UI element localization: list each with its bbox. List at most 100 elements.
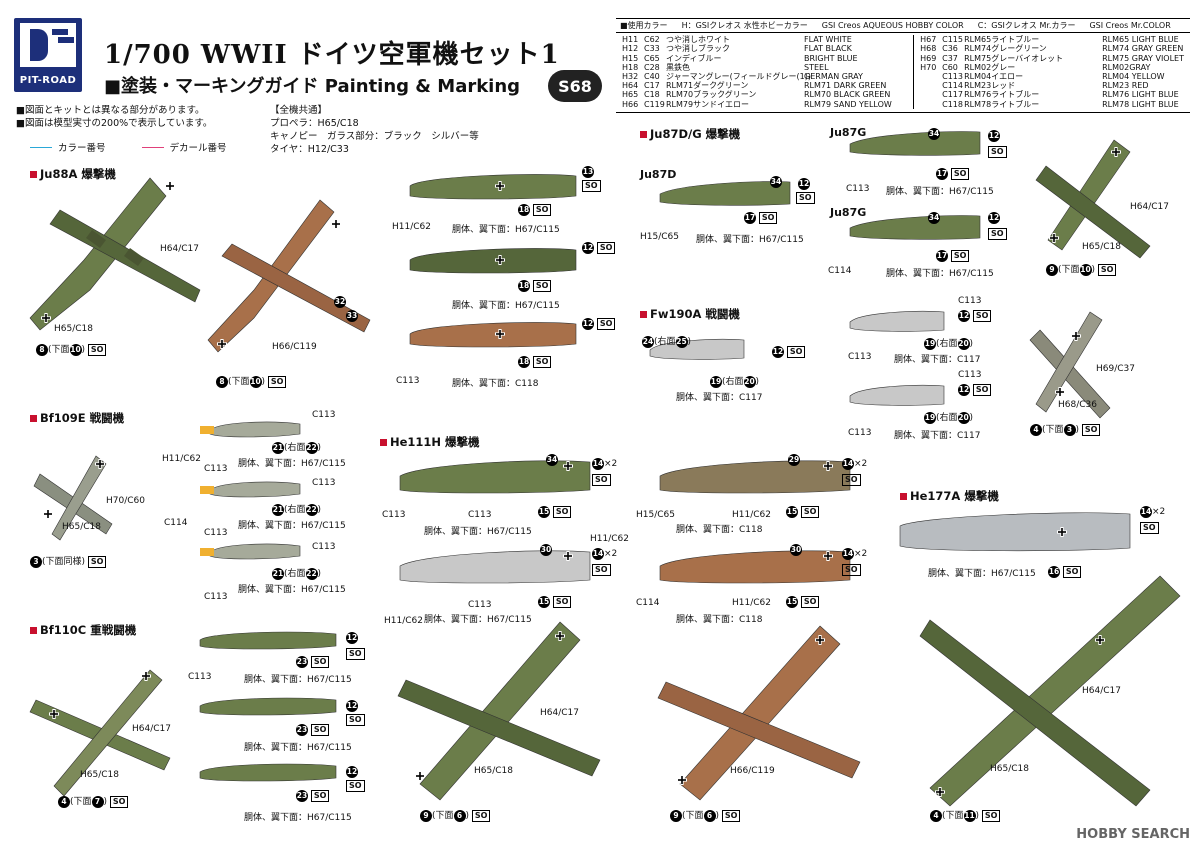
decal-ref: SO	[796, 192, 815, 204]
color-cell: RLM74 GRAY GREEN	[1102, 44, 1184, 54]
decal-badge: 21	[272, 504, 284, 516]
label: 胴体、翼下面：H67/C115	[424, 615, 532, 625]
so-badge: SO	[796, 192, 815, 204]
so-badge: SO	[800, 596, 820, 608]
decal-ref: 12 SO	[772, 346, 806, 358]
so-badge: SO	[532, 204, 552, 216]
decal-badge: 19	[924, 338, 936, 350]
so-badge: SO	[981, 810, 1001, 822]
decal-badge: 12	[958, 384, 970, 396]
decal-badge: 14	[1140, 506, 1152, 518]
decal-badge: 14	[592, 458, 604, 470]
color-cell: H67	[920, 35, 937, 45]
so-badge: SO	[596, 242, 616, 254]
decal-ref: 21(右面22)	[272, 568, 322, 580]
label: H64/C17	[132, 724, 171, 734]
color-cell: つや消しホワイト	[666, 35, 730, 45]
decal-ref: 19(右面20)	[710, 376, 760, 388]
decal-ref: 34	[928, 212, 940, 224]
decal-badge: 3	[1063, 424, 1076, 436]
decal-badge: 12	[346, 700, 358, 712]
decal-ref: SO	[988, 146, 1007, 158]
color-cell: つや消しブラック	[666, 44, 730, 54]
decal-badge: 34	[546, 454, 558, 466]
decal-badge: 9	[1046, 264, 1058, 276]
label: ×2	[604, 549, 618, 559]
he111-side-views	[399, 460, 851, 584]
color-cell: RLM78 LIGHT BLUE	[1102, 99, 1179, 109]
label: (下面	[228, 377, 250, 387]
common-parts: 【全機共通】 プロペラ：H65/C18 キャノピー ガラス部分：ブラック シルバ…	[270, 104, 479, 156]
decal-badge: 21	[272, 568, 284, 580]
decal-ref: 24(右面25)	[642, 336, 692, 348]
decal-badge: 17	[936, 168, 948, 180]
label: 胴体、翼下面：C118	[676, 615, 763, 625]
decal-badge: 22	[305, 504, 318, 516]
so-badge: SO	[988, 228, 1007, 240]
decal-badge: 13	[582, 166, 594, 178]
color-cell: H32	[622, 72, 639, 82]
decal-badge: 15	[786, 506, 798, 518]
so-badge: SO	[346, 780, 365, 792]
decal-ref: 8(下面10) SO	[36, 342, 107, 356]
decal-ref: SO	[346, 780, 365, 792]
color-cell: H11	[622, 35, 639, 45]
decal-ref: 13	[582, 166, 594, 178]
ju87g-label-2: Ju87G	[830, 206, 867, 219]
color-cell: H65	[622, 90, 639, 100]
color-table-h-en: GSI Creos AQUEOUS HOBBY COLOR	[821, 21, 964, 30]
label: (下面	[432, 811, 454, 821]
label: H65/C18	[80, 770, 119, 780]
label: C113	[848, 428, 872, 438]
decal-ref: 32	[334, 296, 346, 308]
label: C113	[848, 352, 872, 362]
decal-ref: 34	[928, 128, 940, 140]
label: (下面	[1058, 265, 1080, 275]
common-title: 【全機共通】	[270, 105, 328, 116]
color-cell: RLM74グレーグリーン	[964, 44, 1047, 54]
label: H70/C60	[106, 496, 145, 506]
label: H65/C18	[1082, 242, 1121, 252]
label: 胴体、翼下面：C118	[452, 379, 539, 389]
so-badge: SO	[592, 564, 611, 576]
decal-badge: 32	[334, 296, 346, 308]
so-badge: SO	[552, 596, 572, 608]
so-badge: SO	[596, 318, 616, 330]
so-badge: SO	[972, 310, 992, 322]
common-canopy: キャノピー ガラス部分：ブラック シルバー等	[270, 131, 479, 142]
label: (下面	[682, 811, 704, 821]
decal-ref: 23 SO	[296, 790, 330, 802]
ju88-side-views	[409, 174, 577, 348]
label: H65/C18	[54, 324, 93, 334]
decal-badge: 24	[642, 336, 654, 348]
color-table-head: ■使用カラー H：GSIクレオス 水性ホビーカラー GSI Creos AQUE…	[616, 21, 1190, 34]
ju88-brown-top-view	[207, 199, 371, 353]
label: (下面	[70, 797, 92, 807]
color-cell: H64	[622, 81, 639, 91]
label: H11/C62	[392, 222, 431, 232]
decal-badge: 14	[842, 458, 854, 470]
color-cell: H12	[622, 44, 639, 54]
section-bf109: Bf109E 戦闘機	[30, 410, 124, 426]
label: (下面同様)	[42, 557, 86, 567]
decal-ref: 14×2	[842, 548, 867, 560]
label: H68/C36	[1058, 400, 1097, 410]
decal-ref: 29	[788, 454, 800, 466]
color-table: ■使用カラー H：GSIクレオス 水性ホビーカラー GSI Creos AQUE…	[616, 18, 1190, 113]
color-cell: RLM02グレー	[964, 62, 1016, 72]
color-cell: H15	[622, 53, 639, 63]
label: (下面	[48, 345, 70, 355]
decal-ref: 30	[540, 544, 552, 556]
label: H11/C62	[590, 534, 629, 544]
color-cell: RLM79 SAND YELLOW	[804, 99, 892, 109]
so-badge: SO	[310, 656, 330, 668]
color-cell: ジャーマングレー(フィールドグレー(1))	[666, 72, 812, 82]
label: 胴体、翼下面：H67/C115	[886, 187, 994, 197]
